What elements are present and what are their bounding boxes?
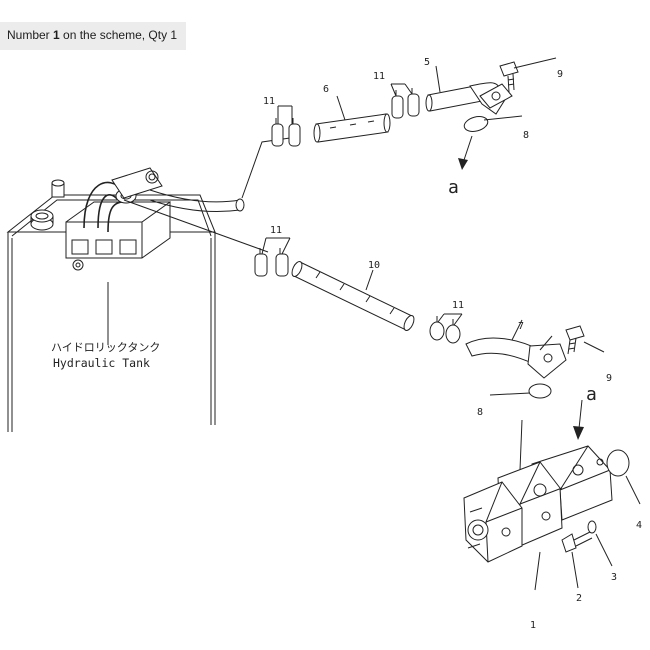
callout-9-bottom: 9 (606, 373, 612, 384)
callout-11-top-right: 11 (373, 71, 385, 82)
tank-label-english: Hydraulic Tank (53, 356, 150, 370)
part-caption: Number 1 on the scheme, Qty 1 (0, 22, 186, 50)
hydraulic-pump (463, 445, 630, 563)
view-marker-a-bottom: a (586, 384, 597, 405)
tank-label-japanese: ハイドロリックタンク (51, 341, 160, 354)
callout-5: 5 (424, 57, 430, 68)
callout-1: 1 (530, 620, 536, 631)
callout-9-top: 9 (557, 69, 563, 80)
caption-part-number: 1 (53, 28, 60, 42)
caption-suffix: on the scheme, Qty 1 (59, 28, 178, 42)
callout-7: 7 (518, 321, 524, 332)
callout-leaders (261, 57, 641, 591)
callout-8-top: 8 (523, 130, 529, 141)
callout-11-middle-right: 11 (452, 300, 464, 311)
callout-11-middle-left: 11 (270, 225, 282, 236)
upper-line-parts (241, 61, 519, 199)
callout-6: 6 (323, 84, 329, 95)
callout-4: 4 (636, 520, 642, 531)
caption-prefix: Number (7, 28, 54, 42)
view-marker-a-top: a (448, 177, 459, 198)
hydraulic-tank (6, 167, 245, 432)
callout-2: 2 (576, 593, 582, 604)
callout-11-top-left: 11 (263, 96, 275, 107)
callout-10: 10 (368, 260, 380, 271)
lower-line-parts (123, 199, 585, 440)
callout-8-bottom: 8 (477, 407, 483, 418)
callout-3: 3 (611, 572, 617, 583)
